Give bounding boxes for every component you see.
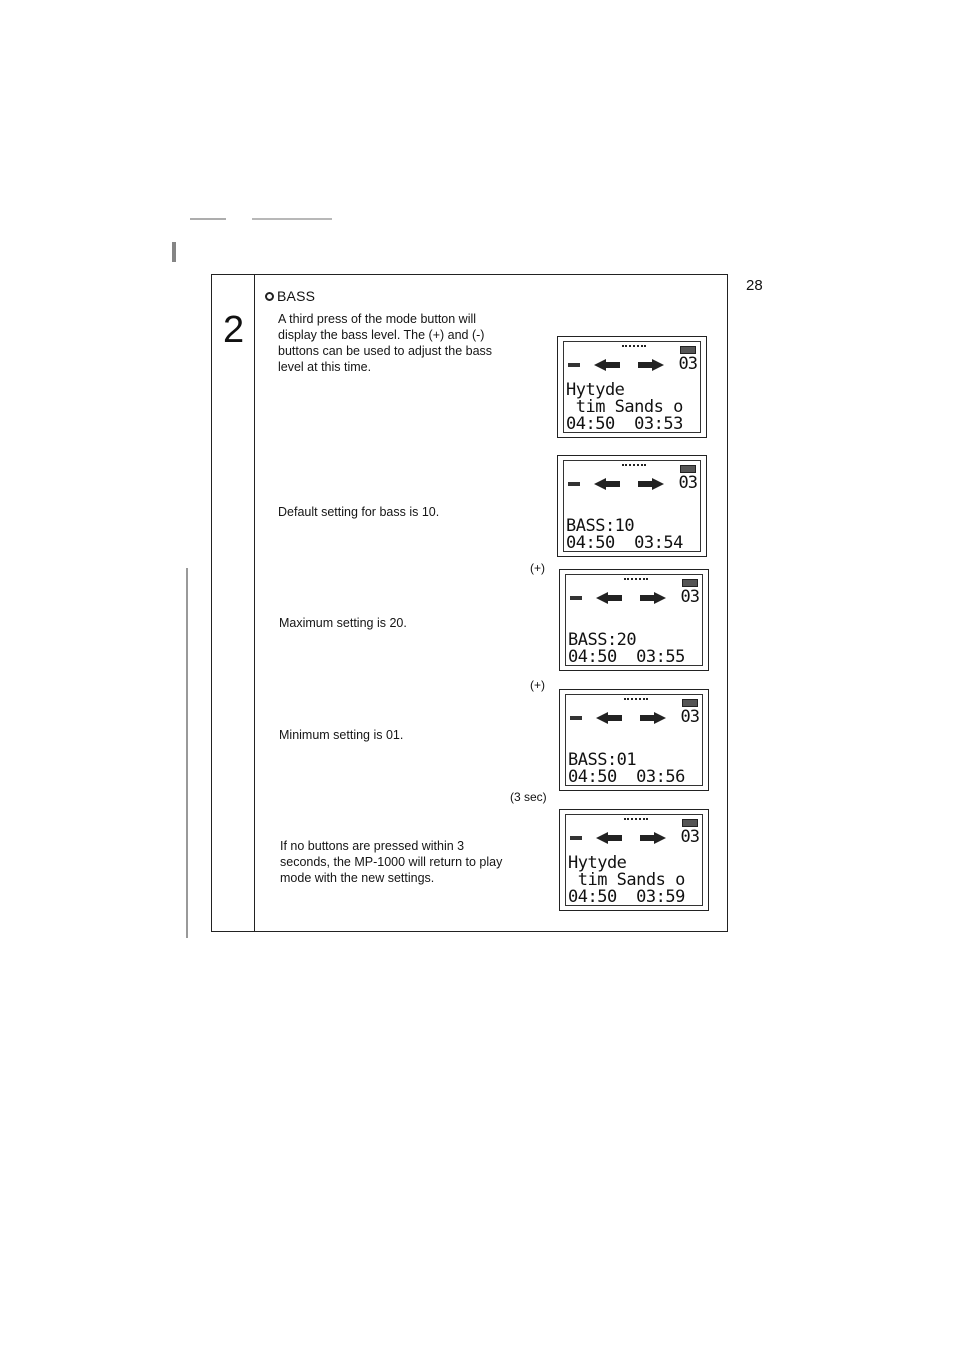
mode-tag-icon [570,836,582,840]
lcd-display: 03 Hytyde tim Sands o 04:50 03:59 [559,809,709,911]
lcd-line-2: BASS:01 [568,750,637,770]
lcd-line-3: 04:50 03:56 [568,767,685,787]
plus-button-label: (+) [530,561,545,575]
plus-button-label: (+) [530,678,545,692]
page-number: 28 [746,277,763,294]
lcd-line-2: tim Sands o [566,397,684,417]
track-number: 03 [678,354,699,374]
lcd-line-3: 04:50 03:59 [568,887,685,907]
track-number: 03 [678,473,699,493]
lcd-display: 03 BASS:10 04:50 03:54 [557,455,707,557]
lcd-line-2: BASS:10 [566,516,635,536]
section-title-text: BASS [277,288,316,304]
track-number: 03 [680,707,701,727]
signal-icon [624,818,648,823]
bullet-icon [265,292,274,301]
lcd-line-3: 04:50 03:55 [568,647,685,667]
lcd-line-2: BASS:20 [568,630,637,650]
mp3-arrow-icon [594,478,664,490]
intro-text: A third press of the mode button will di… [278,312,493,374]
default-setting-text: Default setting for bass is 10. [278,505,440,519]
scan-artifact [190,218,226,220]
mode-tag-icon [568,482,580,486]
step-frame [211,274,728,932]
track-number: 03 [680,827,701,847]
mp3-arrow-icon [596,712,666,724]
signal-icon [622,345,646,350]
battery-icon [682,699,698,707]
step-number: 2 [223,309,245,351]
battery-icon [680,465,696,473]
scan-artifact [186,568,188,938]
signal-icon [622,464,646,469]
scan-artifact [172,242,176,262]
mode-tag-icon [568,363,580,367]
lcd-display: 03 BASS:01 04:50 03:56 [559,689,709,791]
scan-artifact [252,218,332,220]
battery-icon [682,819,698,827]
mode-tag-icon [570,716,582,720]
battery-icon [680,346,696,354]
section-title: BASS [265,288,315,304]
lcd-line-1: Hytyde [568,853,627,873]
mp3-arrow-icon [594,359,664,371]
return-to-play-text: If no buttons are pressed within 3 secon… [280,839,503,885]
signal-icon [624,578,648,583]
mode-tag-icon [570,596,582,600]
minimum-setting-text: Minimum setting is 01. [279,728,404,742]
lcd-line-3: 04:50 03:54 [566,533,683,553]
mp3-arrow-icon [596,832,666,844]
lcd-line-2: tim Sands o [568,870,686,890]
step-divider [254,274,255,932]
maximum-setting-text: Maximum setting is 20. [279,616,407,630]
signal-icon [624,698,648,703]
track-number: 03 [680,587,701,607]
delay-label: (3 sec) [510,790,547,804]
lcd-line-1: Hytyde [566,380,625,400]
lcd-display: 03 BASS:20 04:50 03:55 [559,569,709,671]
lcd-display: 03 Hytyde tim Sands o 04:50 03:53 [557,336,707,438]
battery-icon [682,579,698,587]
mp3-arrow-icon [596,592,666,604]
lcd-line-3: 04:50 03:53 [566,414,683,434]
